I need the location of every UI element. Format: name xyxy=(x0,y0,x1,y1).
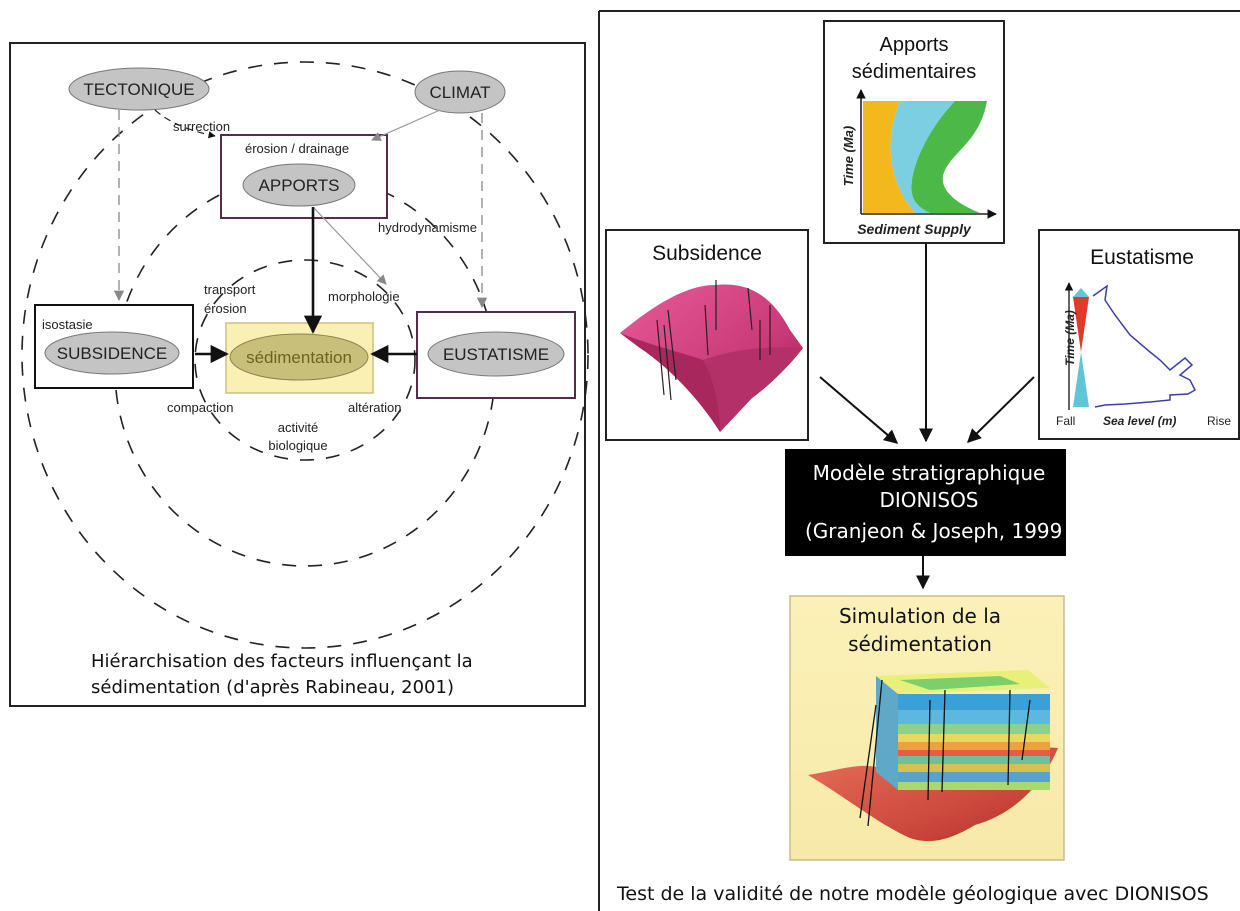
alteration-label: altération xyxy=(348,400,401,415)
sea-level-x-label: Sea level (m) xyxy=(1103,414,1176,428)
sea-level-chart: Time (Ma) Fall Sea level (m) Rise xyxy=(1056,282,1231,428)
apports-panel: Apports sédimentaires Time (Ma) Sediment… xyxy=(823,20,1005,244)
sediment-supply-chart: Time (Ma) Sediment Supply xyxy=(841,89,997,237)
left-arrows xyxy=(113,109,488,364)
biologique-label: biologique xyxy=(268,438,327,453)
eustatisme-label: EUSTATISME xyxy=(443,345,549,364)
transport-label: transport xyxy=(204,282,256,297)
climat-node xyxy=(414,70,506,114)
eustatic-cyan-top xyxy=(1073,288,1089,297)
fall-label: Fall xyxy=(1056,414,1075,428)
tectonique-to-apports-arrow xyxy=(154,109,216,139)
left-caption-line1: Hiérarchisation des facteurs influençant… xyxy=(91,651,473,672)
eustatic-red-triangle xyxy=(1073,297,1089,352)
eustatisme-to-model-arrow xyxy=(967,376,1035,443)
apports-title-2: sédimentaires xyxy=(852,61,977,83)
right-caption: Test de la validité de notre modèle géol… xyxy=(616,883,1209,905)
sedimentation-label: sédimentation xyxy=(246,348,352,367)
supply-yellow-area xyxy=(863,101,915,213)
isostasie-label: isostasie xyxy=(42,317,93,332)
tectonique-label: TECTONIQUE xyxy=(83,80,194,99)
compaction-label: compaction xyxy=(167,400,233,415)
eustatic-cyan-bottom xyxy=(1073,352,1089,407)
sedimentation-node xyxy=(229,333,369,381)
apports-to-morphologie-arrow xyxy=(313,207,387,285)
apports-node xyxy=(242,163,356,207)
simulation-block xyxy=(808,670,1058,842)
sea-level-curve xyxy=(1092,284,1196,408)
outer-circle xyxy=(21,61,589,649)
subsidence-panel: Subsidence xyxy=(605,229,809,441)
eustatisme-title: Eustatisme xyxy=(1090,246,1194,269)
model-line-2: DIONISOS xyxy=(879,488,978,512)
eustatisme-node xyxy=(427,331,565,377)
left-caption-line2: sédimentation (d'après Rabineau, 2001) xyxy=(91,677,454,698)
climat-to-apports-arrow xyxy=(371,109,441,141)
right-arrows xyxy=(819,244,1035,590)
simulation-line-2: sédimentation xyxy=(848,632,992,656)
model-line-1: Modèle stratigraphique xyxy=(813,461,1046,485)
eustatisme-panel: Eustatisme Time (Ma) Fall Sea level (m) … xyxy=(1038,229,1240,440)
right-panel: Apports sédimentaires Time (Ma) Sediment… xyxy=(598,10,1240,911)
morphologie-label: morphologie xyxy=(328,289,400,304)
supply-green-area xyxy=(911,101,987,213)
erosion-drainage-label: érosion / drainage xyxy=(245,141,349,156)
model-box: Modèle stratigraphique DIONISOS (Granjeo… xyxy=(785,449,1066,556)
left-frame xyxy=(9,42,586,707)
strata-front xyxy=(898,694,1050,790)
climat-label: CLIMAT xyxy=(429,83,490,102)
surrection-label: surrection xyxy=(173,119,230,134)
apports-title-1: Apports xyxy=(880,34,949,56)
tectonique-node xyxy=(68,67,210,111)
sea-level-y-label: Time (Ma) xyxy=(1063,310,1077,366)
rise-label: Rise xyxy=(1207,414,1231,428)
supply-x-label: Sediment Supply xyxy=(857,221,972,237)
inner-circle xyxy=(194,259,416,461)
supply-y-label: Time (Ma) xyxy=(841,126,856,186)
supply-blue-area xyxy=(890,101,955,213)
subsidence-label: SUBSIDENCE xyxy=(57,344,168,363)
subsidence-title: Subsidence xyxy=(652,242,762,265)
simulation-panel: Simulation de la sédimentation xyxy=(789,595,1065,861)
model-line-3: (Granjeon & Joseph, 1999 xyxy=(805,519,1062,543)
hydrodynamisme-label: hydrodynamisme xyxy=(378,220,477,235)
subsidence-surface xyxy=(620,280,803,432)
apports-label: APPORTS xyxy=(259,176,340,195)
subsidence-to-model-arrow xyxy=(819,376,899,444)
model-box-bg xyxy=(785,449,1066,556)
eustatisme-panel-frame xyxy=(1038,229,1240,440)
simulation-line-1: Simulation de la xyxy=(839,604,1001,628)
subsidence-node xyxy=(44,331,180,375)
erosion-label: érosion xyxy=(204,301,247,316)
left-panel: TECTONIQUE CLIMAT APPORTS SUBSIDENCE EUS… xyxy=(9,42,589,707)
activite-label: activité xyxy=(278,420,318,435)
